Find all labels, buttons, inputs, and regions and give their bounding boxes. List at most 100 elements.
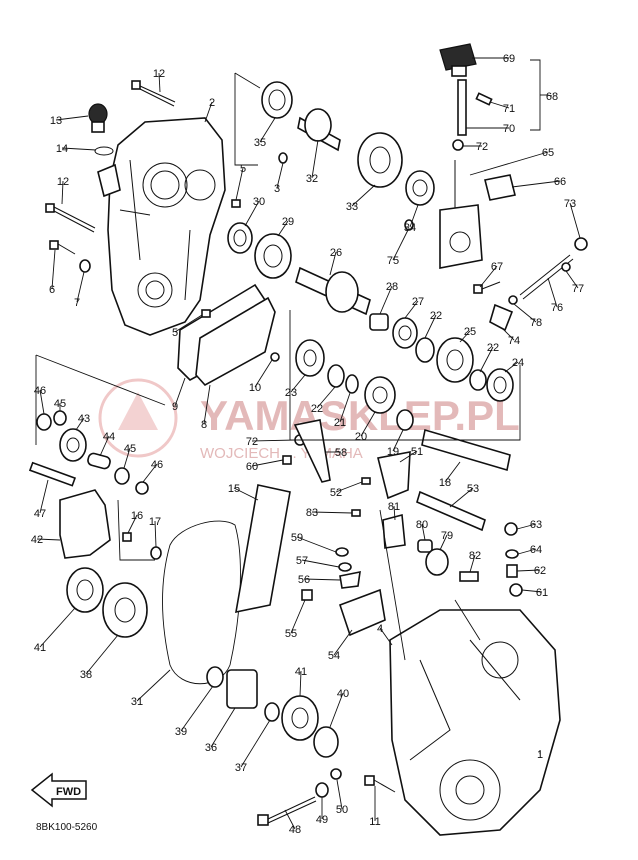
collar-49[interactable] xyxy=(315,782,329,798)
nut-77[interactable] xyxy=(561,262,571,272)
ball-61[interactable] xyxy=(509,583,523,597)
leader-c41a xyxy=(39,607,76,648)
circlip-37[interactable] xyxy=(264,702,280,722)
joint-73[interactable] xyxy=(574,237,588,251)
circlip-21[interactable] xyxy=(345,374,359,394)
shaft-70[interactable] xyxy=(457,79,467,136)
washer-50[interactable] xyxy=(330,768,342,780)
bolt-60[interactable] xyxy=(282,455,292,465)
plate-54[interactable] xyxy=(338,588,386,637)
shaft-47[interactable] xyxy=(28,461,77,487)
joint-74[interactable] xyxy=(489,303,514,332)
bearing-34[interactable] xyxy=(405,170,435,206)
bolt-12b[interactable] xyxy=(45,203,96,233)
bolt-6[interactable] xyxy=(49,240,76,255)
bracket-66[interactable] xyxy=(484,174,516,201)
spring-62[interactable] xyxy=(506,564,518,578)
leader-c55 xyxy=(290,599,306,634)
washer-46b[interactable] xyxy=(135,481,149,495)
gear-23[interactable] xyxy=(295,339,325,377)
washer-7[interactable] xyxy=(79,259,91,273)
fork-51[interactable] xyxy=(377,451,411,500)
pin-52[interactable] xyxy=(361,477,371,485)
washer-17[interactable] xyxy=(150,546,162,560)
spring-56[interactable] xyxy=(339,570,361,589)
callout-c23: 23 xyxy=(285,387,297,399)
chain-31[interactable] xyxy=(162,520,241,685)
o-ring-14[interactable] xyxy=(94,146,114,156)
roller-79[interactable] xyxy=(425,548,449,576)
bolt-82[interactable] xyxy=(459,571,479,582)
washer-57[interactable] xyxy=(338,562,352,572)
bolt-16[interactable] xyxy=(122,532,132,542)
oil-filler-cap[interactable] xyxy=(88,103,108,133)
washer-45a[interactable] xyxy=(53,410,67,426)
dowel-10[interactable] xyxy=(270,352,280,362)
pin-83[interactable] xyxy=(351,509,361,517)
shaft-53[interactable] xyxy=(416,490,486,532)
washer-46a[interactable] xyxy=(36,413,52,431)
collar-80[interactable] xyxy=(417,539,433,553)
collar-44[interactable] xyxy=(87,452,111,470)
callout-c15: 15 xyxy=(228,483,240,495)
left-case-cover[interactable] xyxy=(107,117,226,336)
lever-81[interactable] xyxy=(382,513,406,549)
group-brackets xyxy=(35,59,548,661)
cap-63[interactable] xyxy=(504,522,518,536)
bearing-20[interactable] xyxy=(364,376,396,414)
washer-22a[interactable] xyxy=(415,337,435,363)
leader-c46a xyxy=(39,389,45,415)
nut-75[interactable] xyxy=(404,219,414,231)
washer-19[interactable] xyxy=(396,409,414,431)
washer-45b[interactable] xyxy=(114,467,130,485)
nut-72a[interactable] xyxy=(452,139,464,151)
leader-c24 xyxy=(504,361,519,373)
gear-33[interactable] xyxy=(357,132,403,188)
callout-c5b: 5 xyxy=(172,327,178,339)
leader-c76 xyxy=(547,277,558,308)
bearing-41b[interactable] xyxy=(281,695,319,741)
nut-78[interactable] xyxy=(508,295,518,305)
callout-c20: 20 xyxy=(355,431,367,443)
washer-22c[interactable] xyxy=(327,364,345,388)
shaft-26[interactable] xyxy=(295,266,371,316)
bearing-41a[interactable] xyxy=(66,567,104,613)
chain-guide-15[interactable] xyxy=(235,484,291,614)
leader-c62 xyxy=(516,569,541,572)
bracket-42[interactable] xyxy=(59,489,111,559)
shaft-58[interactable] xyxy=(293,419,331,483)
pin-71[interactable] xyxy=(475,92,493,106)
right-crankcase[interactable] xyxy=(389,609,561,836)
rod-76[interactable] xyxy=(519,254,574,300)
washer-64[interactable] xyxy=(505,549,519,559)
bearing-29[interactable] xyxy=(254,233,292,279)
bolt-55[interactable] xyxy=(301,589,313,601)
bearing-24[interactable] xyxy=(486,368,514,402)
dowel-5b[interactable] xyxy=(201,309,211,318)
bolt-11[interactable] xyxy=(364,775,396,793)
bearing-35[interactable] xyxy=(261,81,293,119)
seal-30[interactable] xyxy=(227,222,253,254)
bolt-67[interactable] xyxy=(473,281,501,294)
gear-38[interactable] xyxy=(102,582,148,638)
gear-25[interactable] xyxy=(436,337,474,383)
bearing-43[interactable] xyxy=(59,428,87,462)
dowel-5a[interactable] xyxy=(231,199,241,208)
sprocket-36[interactable] xyxy=(226,669,258,709)
seal-40[interactable] xyxy=(313,726,339,758)
collar-28[interactable] xyxy=(369,313,389,331)
leader-c78 xyxy=(513,303,537,323)
shift-knob-69[interactable] xyxy=(439,43,477,77)
washer-59[interactable] xyxy=(335,547,349,557)
bearing-27[interactable] xyxy=(392,317,418,349)
washer-22b[interactable] xyxy=(469,369,487,391)
cover-8[interactable] xyxy=(195,296,276,387)
shaft-32[interactable] xyxy=(297,108,341,152)
washer-39[interactable] xyxy=(206,666,224,688)
bolt-48[interactable] xyxy=(257,796,317,826)
callout-c61: 61 xyxy=(536,587,548,599)
bolt-12a[interactable] xyxy=(131,80,176,107)
shift-linkage-65[interactable] xyxy=(439,160,483,269)
leader-c83 xyxy=(311,511,353,514)
dowel-3[interactable] xyxy=(278,152,288,164)
